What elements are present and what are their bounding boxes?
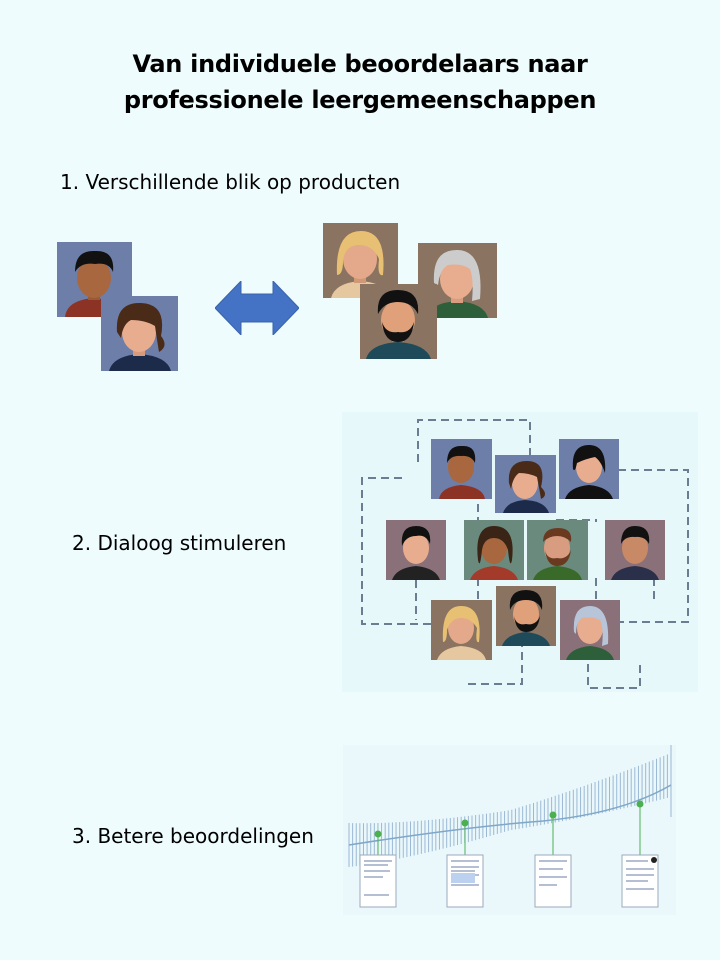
slide-title: Van individuele beoordelaars naar profes… — [0, 46, 720, 118]
step-1-label: 1. Verschillende blik op producten — [60, 170, 401, 194]
network-avatar-10 — [560, 600, 620, 660]
network-avatar-9 — [496, 586, 556, 646]
network-avatar-8 — [431, 600, 492, 660]
network-avatar-4 — [386, 520, 446, 580]
network-avatar-7 — [605, 520, 665, 580]
title-line-2: professionele leergemeenschappen — [123, 86, 597, 114]
network-avatar-3 — [559, 439, 619, 499]
title-line-1: Van individuele beoordelaars naar — [132, 50, 588, 78]
network-avatar-2 — [495, 455, 556, 513]
network-avatar-6 — [527, 520, 588, 580]
double-arrow-icon — [215, 281, 299, 335]
network-avatar-5 — [464, 520, 524, 580]
avatar-bearded-man — [360, 284, 437, 359]
avatar-woman-brown-hair — [101, 296, 178, 371]
step-2-label: 2. Dialoog stimuleren — [72, 531, 287, 555]
ranking-visual — [343, 745, 676, 915]
network-avatar-1 — [431, 439, 492, 499]
step-3-label: 3. Betere beoordelingen — [72, 824, 314, 848]
